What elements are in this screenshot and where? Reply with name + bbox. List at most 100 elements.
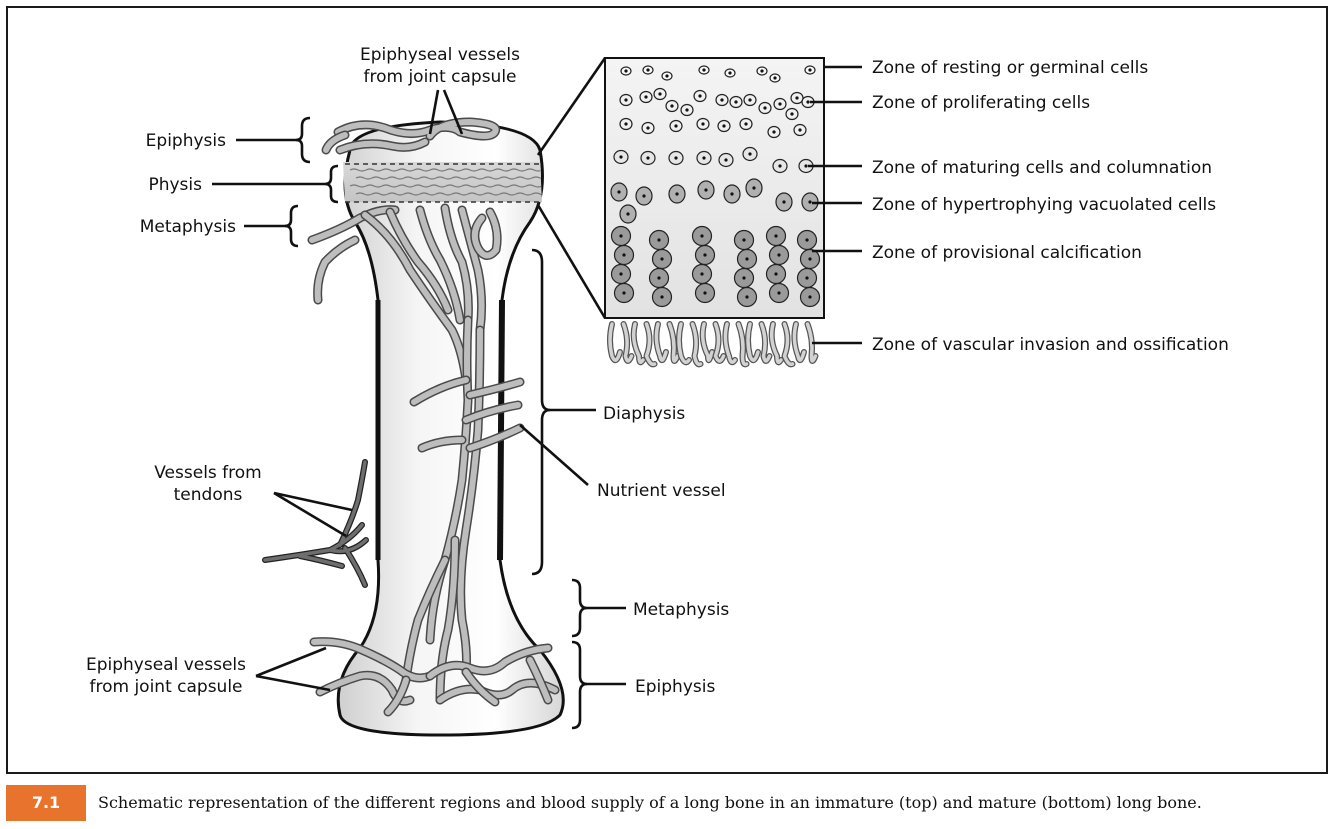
cell-nucleus: [703, 253, 707, 257]
zone-label-resting: Zone of resting or germinal cells: [872, 58, 1148, 78]
zone-label-proliferating: Zone of proliferating cells: [872, 93, 1090, 113]
physis-cell: [365, 184, 383, 188]
physis-cell: [397, 184, 415, 188]
cell-nucleus: [619, 272, 623, 276]
label-epiphysis-bottom: Epiphysis: [635, 677, 715, 697]
cell-nucleus: [644, 95, 648, 99]
cell-nucleus: [675, 192, 679, 196]
metaphysis-top-callout: Metaphysis: [140, 204, 299, 248]
capillary: [690, 322, 703, 367]
vessel-segment: [463, 669, 498, 705]
diaphysis-callout: Diaphysis: [531, 248, 685, 576]
label-nutrient-vessel: Nutrient vessel: [597, 481, 726, 501]
vessel-segment: [403, 557, 448, 683]
physis-cell: [451, 192, 469, 196]
capillary: [700, 322, 714, 362]
physis-cell: [525, 168, 542, 172]
figure-caption: Schematic representation of the differen…: [98, 793, 1202, 812]
physis-cell: [451, 176, 469, 180]
cell-nucleus: [804, 164, 808, 168]
bone-diagram: Epiphyseal vessels from joint capsule Ep…: [86, 45, 1229, 737]
physis-cell: [419, 192, 437, 196]
physis-cell: [397, 168, 415, 172]
physis-cell: [461, 168, 479, 172]
vessel-network: [307, 117, 560, 717]
capillary: [759, 322, 772, 363]
capillary: [608, 322, 622, 362]
physis-cell: [477, 184, 495, 188]
physis-cell: [509, 184, 527, 188]
cell-nucleus: [778, 102, 782, 106]
physis-cell: [349, 184, 367, 188]
physis-cell: [435, 192, 453, 196]
cell-nucleus: [808, 257, 812, 261]
physis-cell: [403, 176, 421, 180]
label-physis: Physis: [148, 175, 202, 195]
cell-nucleus: [619, 234, 623, 238]
physis-cell: [429, 168, 447, 172]
physis-cell: [355, 176, 373, 180]
label-epiphyseal-vessels-top-1: Epiphyseal vessels: [360, 45, 520, 65]
capillary: [677, 322, 691, 364]
physis-cell: [381, 184, 399, 188]
vessel-segment: [385, 677, 409, 715]
cell-nucleus: [748, 98, 752, 102]
vessels-from-tendons-callout: Vessels from tendons: [154, 463, 353, 538]
physis-cell: [483, 192, 501, 196]
vessel-segment: [411, 377, 469, 405]
physis-cell: [461, 184, 479, 188]
cell-nucleus: [700, 234, 704, 238]
physis-cell: [365, 168, 383, 172]
cell-nucleus: [657, 238, 661, 242]
zone-label-maturing: Zone of maturing cells and columnation: [872, 158, 1212, 178]
cell-nucleus: [752, 186, 756, 190]
physis-cell: [387, 192, 405, 196]
physis-cell: [355, 192, 373, 196]
cell-nucleus: [617, 190, 621, 194]
capillary: [631, 322, 645, 364]
vessel-segment: [309, 206, 398, 243]
cell-nucleus: [808, 68, 812, 72]
cell-nucleus: [674, 124, 678, 128]
cell-nucleus: [798, 128, 802, 132]
cell-nucleus: [703, 291, 707, 295]
cell-nucleus: [646, 156, 650, 160]
cell-nucleus: [657, 276, 661, 280]
capillary: [667, 322, 680, 363]
physis-cell: [419, 176, 437, 180]
figure-number-badge: 7.1: [6, 785, 86, 821]
vessel-segment: [419, 437, 465, 451]
physis-cell: [477, 168, 495, 172]
physis-callout: Physis: [148, 164, 339, 204]
cell-nucleus: [674, 156, 678, 160]
cell-nucleus: [704, 188, 708, 192]
capillary: [654, 322, 668, 362]
label-metaphysis-bottom: Metaphysis: [633, 600, 729, 620]
vessel-segment: [311, 638, 433, 681]
cell-nucleus: [646, 126, 650, 130]
cell-nucleus: [805, 276, 809, 280]
vessel-segment: [471, 209, 501, 259]
cell-nucleus: [685, 108, 689, 112]
capillary: [782, 322, 795, 367]
cell-nucleus: [658, 92, 662, 96]
physis-cell: [515, 176, 533, 180]
cell-nucleus: [745, 257, 749, 261]
physis-cell: [493, 184, 511, 188]
cell-nucleus: [624, 98, 628, 102]
cell-nucleus: [778, 164, 782, 168]
zone-label-vascular-invasion: Zone of vascular invasion and ossificati…: [872, 335, 1229, 355]
physis-cell: [467, 176, 485, 180]
vessel-segment: [427, 645, 551, 679]
physis-cell: [531, 176, 542, 180]
bottom-epiphyseal-vessels-callout: Epiphyseal vessels from joint capsule: [86, 646, 331, 697]
label-epiphyseal-vessels-top-2: from joint capsule: [363, 67, 516, 87]
cell-nucleus: [782, 200, 786, 204]
cell-nucleus: [702, 68, 706, 72]
cell-nucleus: [808, 295, 812, 299]
vessel-segment: [463, 402, 521, 423]
cell-nucleus: [622, 291, 626, 295]
cell-nucleus: [642, 194, 646, 198]
cell-nucleus: [670, 104, 674, 108]
cell-nucleus: [619, 155, 623, 159]
